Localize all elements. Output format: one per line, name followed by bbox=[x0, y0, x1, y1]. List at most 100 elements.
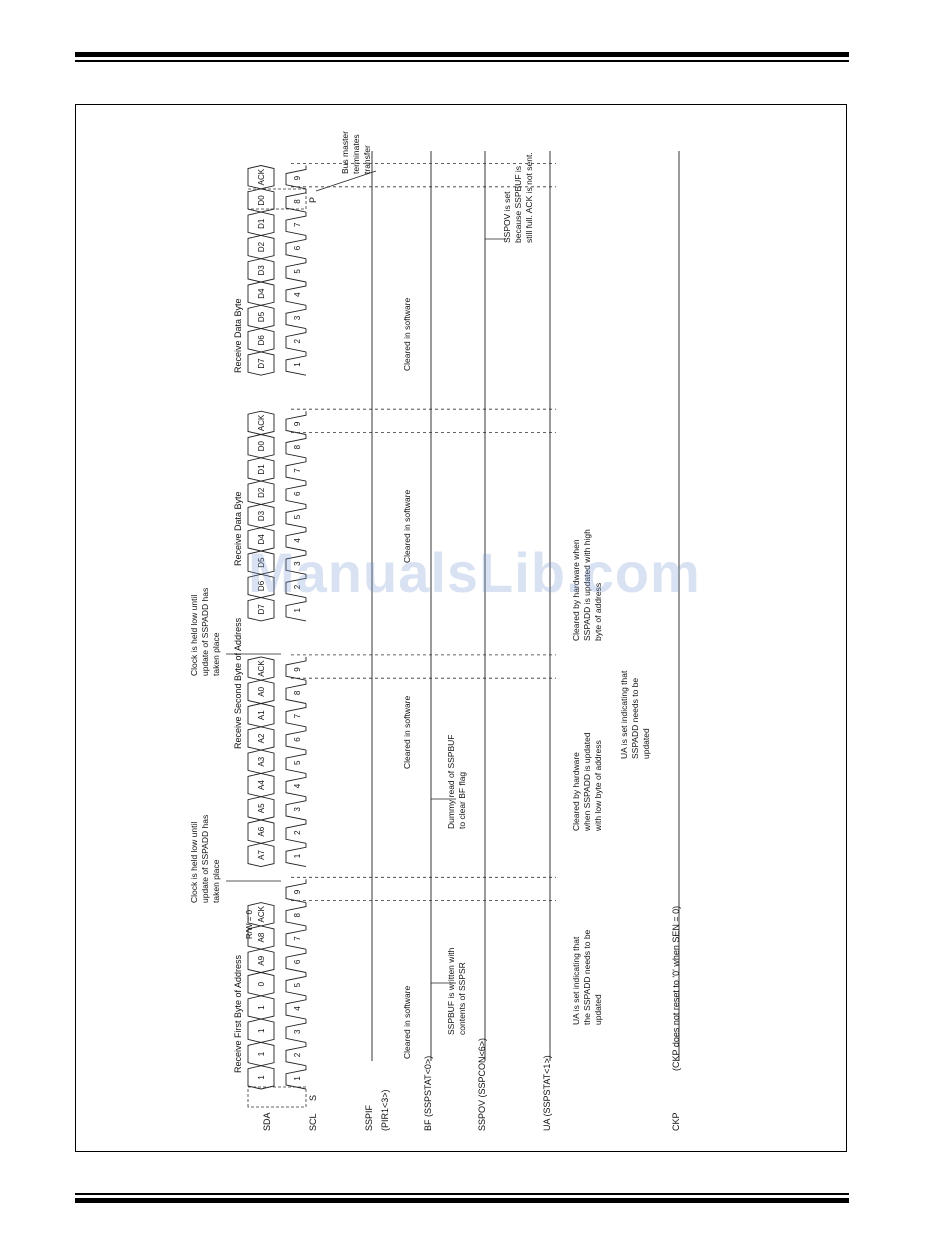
scl-pulse bbox=[285, 972, 307, 997]
clock-held-note-1: Clock is held low until update of SSPADD… bbox=[189, 812, 221, 903]
scl-count-label: 8 bbox=[293, 912, 302, 917]
sspov-label: SSPOV (SSPCON<6>) bbox=[477, 1038, 487, 1131]
scl-pulse bbox=[285, 457, 307, 482]
scl-pulse bbox=[285, 879, 307, 904]
stop-condition-box bbox=[247, 188, 307, 210]
sda-bit-label: D3 bbox=[257, 265, 266, 276]
sda-bit-label: 1 bbox=[257, 1005, 266, 1010]
sda-bit-label: 1 bbox=[257, 1051, 266, 1056]
scl-count-label: 5 bbox=[293, 982, 302, 987]
stop-label: P bbox=[308, 197, 318, 203]
scl-count-label: 3 bbox=[293, 561, 302, 566]
scl-count-label: 7 bbox=[293, 468, 302, 473]
scl-count-label: 9 bbox=[293, 667, 302, 672]
sda-bit-label: 1 bbox=[257, 1028, 266, 1033]
scl-count-label: 1 bbox=[293, 853, 302, 858]
annotation-arrows bbox=[226, 170, 506, 984]
sda-bit-label: ACK bbox=[257, 905, 266, 922]
bf-label: BF (SSPSTAT<0>) bbox=[423, 1056, 433, 1131]
sda-bit-label: D6 bbox=[257, 335, 266, 346]
sda-bit-cell bbox=[247, 656, 275, 681]
scl-count-label: 7 bbox=[293, 222, 302, 227]
sda-bit-label: A9 bbox=[257, 955, 266, 965]
scl-pulse bbox=[285, 773, 307, 798]
sda-bit-label: D7 bbox=[257, 358, 266, 369]
scl-count-label: 9 bbox=[293, 421, 302, 426]
sda-bit-label: D4 bbox=[257, 288, 266, 299]
scl-count-label: 7 bbox=[293, 936, 302, 941]
scl-count-label: 9 bbox=[293, 175, 302, 180]
dashed-timing-markers bbox=[291, 163, 556, 902]
scl-pulse bbox=[285, 504, 307, 529]
sda-bit-cell bbox=[247, 410, 275, 435]
scl-count-label: 6 bbox=[293, 959, 302, 964]
scl-pulse bbox=[285, 1042, 307, 1067]
scl-pulse bbox=[285, 995, 307, 1020]
scl-pulse bbox=[285, 258, 307, 283]
scl-pulse bbox=[285, 597, 307, 622]
scl-pulse bbox=[285, 434, 307, 459]
scl-count-label: 2 bbox=[293, 338, 302, 343]
ua-label: UA (SSPSTAT<1>) bbox=[542, 1055, 552, 1131]
scl-pulse bbox=[285, 527, 307, 552]
scl-pulse bbox=[285, 351, 307, 376]
section-data-byte-1: Receive Data Byte bbox=[233, 491, 243, 566]
scl-pulse bbox=[285, 902, 307, 927]
sda-bit-cell bbox=[247, 902, 275, 927]
sda-bit-label: A1 bbox=[257, 710, 266, 720]
sda-bit-label: A2 bbox=[257, 733, 266, 743]
scl-count-label: 4 bbox=[293, 783, 302, 788]
section-data-byte-2: Receive Data Byte bbox=[233, 298, 243, 373]
waveforms: 11110A9A8ACK123456789A7A6A5A4A3A2A1A0ACK… bbox=[247, 151, 680, 1090]
bottom-rule-thin bbox=[75, 1193, 849, 1195]
scl-count-label: 4 bbox=[293, 292, 302, 297]
sspbuf-written-note: SSPBUF is written with contents of SSPSR bbox=[446, 945, 467, 1035]
top-rule-thin bbox=[75, 60, 849, 62]
sda-bit-label: A5 bbox=[257, 803, 266, 813]
sda-bit-label: D4 bbox=[257, 534, 266, 545]
scl-count-label: 1 bbox=[293, 607, 302, 612]
rotated-timing-diagram: 11110A9A8ACK123456789A7A6A5A4A3A2A1A0ACK… bbox=[189, 131, 681, 1131]
scl-pulse bbox=[285, 726, 307, 751]
scl-count-label: 5 bbox=[293, 514, 302, 519]
scl-pulse bbox=[285, 680, 307, 704]
scl-count-label: 6 bbox=[293, 737, 302, 742]
sda-bit-label: A3 bbox=[257, 756, 266, 766]
sda-bit-label: A7 bbox=[257, 850, 266, 860]
sda-bit-label: D5 bbox=[257, 311, 266, 322]
annotation-arrow bbox=[315, 170, 377, 192]
cleared-in-software-4: Cleared in software bbox=[402, 297, 412, 371]
sda-bit-label: D5 bbox=[257, 557, 266, 568]
cleared-in-software-2: Cleared in software bbox=[402, 695, 412, 769]
ua-cleared-low-note: Cleared by hardware when SSPADD is updat… bbox=[571, 730, 603, 832]
sda-bit-label: D7 bbox=[257, 604, 266, 615]
scl-pulse bbox=[285, 796, 307, 821]
scl-count-label: 5 bbox=[293, 269, 302, 274]
scl-count-label: 6 bbox=[293, 491, 302, 496]
scl-pulse bbox=[285, 481, 307, 505]
scl-pulse bbox=[285, 212, 307, 236]
scl-count-label: 1 bbox=[293, 1076, 302, 1081]
sda-bit-label: A0 bbox=[257, 686, 266, 696]
scl-pulse bbox=[285, 574, 307, 599]
sspif-label: SSPIF bbox=[364, 1104, 374, 1131]
scl-pulse bbox=[285, 750, 307, 774]
sda-bit-label: ACK bbox=[257, 414, 266, 431]
scl-count-label: 3 bbox=[293, 315, 302, 320]
sda-bit-label: 1 bbox=[257, 1075, 266, 1080]
sda-bit-label: ACK bbox=[257, 168, 266, 185]
scl-pulse bbox=[285, 1065, 307, 1090]
dummy-read-note: Dummy read of SSPBUF to clear BF flag bbox=[446, 732, 467, 829]
scl-count-label: 5 bbox=[293, 760, 302, 765]
start-label: S bbox=[308, 1095, 318, 1101]
start-condition-box bbox=[247, 1086, 307, 1108]
scl-pulse bbox=[285, 949, 307, 973]
section-first-byte: Receive First Byte of Address bbox=[233, 954, 243, 1073]
scl-pulse bbox=[285, 1019, 307, 1043]
sda-bit-label: D6 bbox=[257, 580, 266, 591]
ua-set-note-2: UA is set indicating that SSPADD needs t… bbox=[619, 668, 651, 759]
scl-pulse bbox=[285, 551, 307, 575]
scl-pulse bbox=[285, 305, 307, 330]
scl-count-label: 8 bbox=[293, 690, 302, 695]
rw-label: R/W = 0 bbox=[245, 909, 254, 939]
